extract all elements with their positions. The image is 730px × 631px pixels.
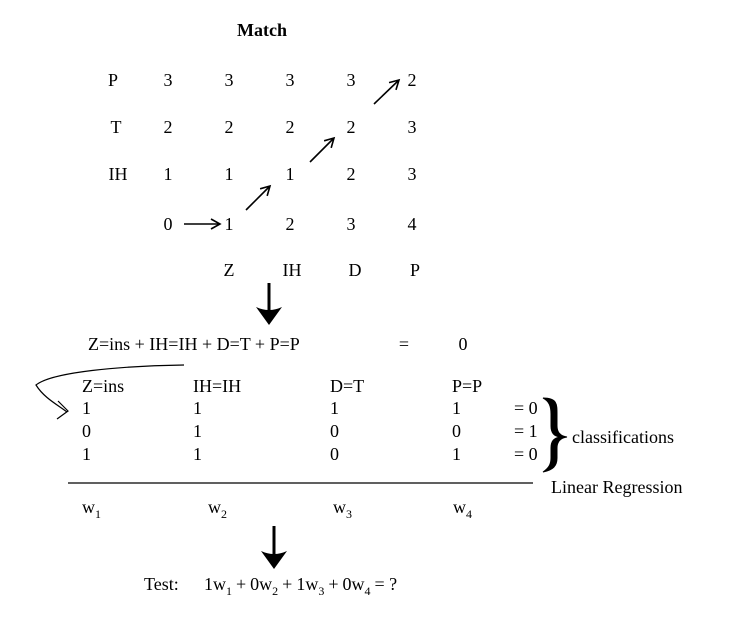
column-label: P — [410, 260, 420, 280]
grid-cell: 2 — [286, 214, 295, 234]
table-cell: 1 — [82, 444, 91, 464]
weights-row: w1 w2 w3 w4 — [82, 497, 472, 521]
down-arrow-icon — [261, 526, 287, 569]
row-label: IH — [109, 164, 128, 184]
equation-equals: = — [399, 334, 409, 354]
grid-cell: 1 — [164, 164, 173, 184]
grid-cell: 4 — [408, 214, 417, 234]
path-arrow — [309, 136, 336, 163]
grid-cell: 2 — [347, 164, 356, 184]
table-cell: 1 — [330, 398, 339, 418]
weight-label: w3 — [333, 497, 352, 521]
path-arrow — [245, 184, 272, 211]
grid-cell: 3 — [347, 70, 356, 90]
row-result: = 0 — [514, 444, 538, 464]
table-cell: 1 — [193, 421, 202, 441]
curly-brace-icon — [542, 397, 568, 473]
grid-cell: 2 — [164, 117, 173, 137]
path-arrow — [373, 78, 401, 105]
grid-cell: 2 — [408, 70, 417, 90]
table-header: Z=ins — [82, 376, 124, 396]
table-cell: 1 — [193, 398, 202, 418]
classifications-label: classifications — [572, 427, 674, 447]
grid-cell: 3 — [225, 70, 234, 90]
pointer-head-icon — [56, 400, 69, 420]
feature-table: 1 1 1 1 = 0 0 1 0 0 = 1 1 1 0 1 = 0 — [82, 398, 538, 464]
column-label: Z — [224, 260, 235, 280]
equation-result: 0 — [459, 334, 468, 354]
curved-pointer — [35, 364, 185, 413]
match-grid: 3 3 3 3 2 2 2 2 2 3 1 1 1 2 3 0 1 2 3 4 — [164, 70, 417, 234]
down-arrow-icon — [256, 283, 282, 325]
weight-label: w2 — [208, 497, 227, 521]
grid-cell: 3 — [408, 117, 417, 137]
table-cell: 0 — [82, 421, 91, 441]
table-cell: 0 — [452, 421, 461, 441]
grid-cell: 3 — [408, 164, 417, 184]
grid-cell: 1 — [286, 164, 295, 184]
grid-cell: 3 — [286, 70, 295, 90]
weight-label: w1 — [82, 497, 101, 521]
table-cell: 1 — [82, 398, 91, 418]
table-cell: 0 — [330, 421, 339, 441]
alignment-equation: Z=ins + IH=IH + D=T + P=P — [88, 334, 300, 354]
regression-label: Linear Regression — [551, 477, 682, 497]
alignment-path — [184, 78, 401, 230]
table-cell: 0 — [330, 444, 339, 464]
row-result: = 1 — [514, 421, 538, 441]
grid-cell: 3 — [347, 214, 356, 234]
test-label: Test: — [144, 574, 179, 594]
weight-label: w4 — [453, 497, 472, 521]
grid-cell: 2 — [225, 117, 234, 137]
table-cell: 1 — [193, 444, 202, 464]
grid-cell: 1 — [225, 164, 234, 184]
test-expression: 1w1+0w2+1w3+0w4= ? — [204, 574, 397, 598]
grid-cell: 0 — [164, 214, 173, 234]
table-cell: 1 — [452, 444, 461, 464]
feature-table-header: Z=ins IH=IH D=T P=P — [82, 376, 482, 396]
grid-cell: 2 — [286, 117, 295, 137]
diagram-title: Match — [237, 20, 287, 40]
row-label: P — [108, 70, 118, 90]
row-result: = 0 — [514, 398, 538, 418]
row-label: T — [111, 117, 122, 137]
column-label: IH — [283, 260, 302, 280]
grid-cell: 1 — [225, 214, 234, 234]
grid-column-labels: Z IH D P — [224, 260, 421, 280]
grid-row-labels: P T IH — [108, 70, 128, 184]
table-cell: 1 — [452, 398, 461, 418]
table-header: D=T — [330, 376, 364, 396]
grid-cell: 2 — [347, 117, 356, 137]
table-header: IH=IH — [193, 376, 241, 396]
grid-cell: 3 — [164, 70, 173, 90]
column-label: D — [349, 260, 362, 280]
table-header: P=P — [452, 376, 482, 396]
